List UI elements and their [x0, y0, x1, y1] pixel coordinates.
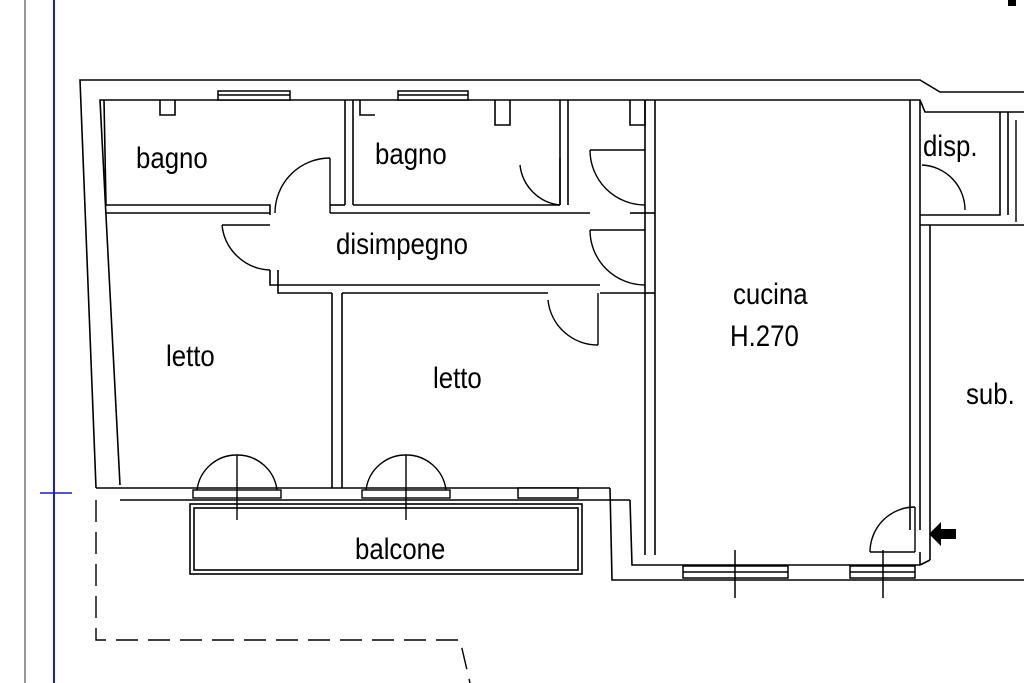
room-label-balcone: balcone: [355, 533, 446, 566]
room-label-bagno-1: bagno: [136, 142, 208, 175]
doors: [192, 149, 966, 553]
room-height-cucina: H.270: [730, 320, 799, 353]
drawing-margin: [24, 0, 72, 683]
windows: [217, 90, 916, 598]
room-label-bagno-2: bagno: [375, 138, 447, 171]
outer-wall: [79, 79, 1024, 489]
room-label-disimpegno: disimpegno: [336, 228, 468, 261]
room-label-disp: disp.: [923, 130, 978, 163]
entrance-arrow-icon: [929, 522, 956, 546]
room-label-sub: sub.: [966, 378, 1015, 411]
balcony-outline: [189, 503, 583, 575]
room-label-letto-1: letto: [166, 340, 215, 373]
sheet-marker: [1008, 0, 1016, 6]
room-label-cucina: cucina: [733, 278, 808, 311]
interior-walls: [96, 99, 1024, 581]
terrace-outline: [95, 500, 471, 683]
room-label-letto-2: letto: [433, 362, 482, 395]
